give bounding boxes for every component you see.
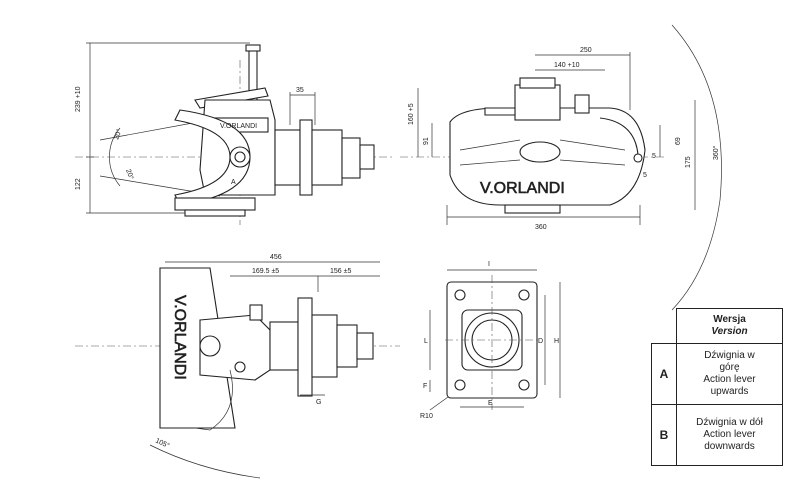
- brand-label-b: V.ORLANDI: [480, 180, 565, 197]
- header-en: Version: [711, 326, 748, 337]
- dim-456: 456: [270, 254, 282, 261]
- dim-175: 175: [685, 156, 692, 168]
- version-table: Wersja Version A Dźwignia w górę Action …: [651, 308, 783, 466]
- table-header: Wersja Version: [676, 308, 783, 344]
- desc-line: Dźwignia w: [704, 350, 755, 361]
- version-letter: A: [651, 343, 677, 405]
- desc-line: Action lever: [703, 374, 756, 385]
- table-row: B Dźwignia w dół Action lever downwards: [651, 404, 783, 466]
- table-corner: [651, 308, 677, 344]
- flange-e: E: [488, 400, 493, 407]
- version-letter: B: [651, 404, 677, 466]
- flange-r10: R10: [420, 413, 433, 420]
- top-view-c: 456 169.5 ±5 156 ±5 V.ORLANDI G 105°: [75, 254, 400, 479]
- dim-5b: 5: [643, 172, 647, 179]
- desc-line: upwards: [710, 386, 749, 397]
- brand-label-c: V.ORLANDI: [171, 295, 188, 380]
- angle-up: 20°: [112, 128, 123, 141]
- side-view-b: 250 140 +10 160 +5 91 69 175 5 5 360° V.…: [400, 24, 722, 311]
- side-view-a: V.ORLANDI 239 +10 122 35 20° 20° A: [75, 42, 395, 225]
- small-brand-label: V.ORLANDI: [220, 123, 257, 130]
- dim-91: 91: [423, 137, 430, 145]
- dim-140: 140 +10: [554, 62, 580, 69]
- flange-i: I: [488, 261, 490, 268]
- dim-239: 239 +10: [75, 86, 82, 112]
- flange-h: H: [554, 338, 559, 345]
- table-row: A Dźwignia w górę Action lever upwards: [651, 343, 783, 405]
- desc-line: Dźwignia w dół: [696, 417, 763, 428]
- dim-250: 250: [580, 47, 592, 54]
- flange-plate: I L D H F E R10: [420, 261, 561, 420]
- dim-122: 122: [75, 178, 82, 190]
- dim-169: 169.5 ±5: [252, 268, 279, 275]
- flange-d: D: [538, 338, 543, 345]
- dim-35: 35: [296, 87, 304, 94]
- desc-line: górę: [719, 362, 740, 373]
- flange-l: L: [424, 338, 428, 345]
- angle-down: 20°: [124, 168, 135, 181]
- dim-69: 69: [675, 137, 682, 145]
- desc-line: Action lever: [703, 429, 756, 440]
- version-desc: Dźwignia w dół Action lever downwards: [676, 404, 783, 466]
- rotation-360: 360°: [712, 145, 720, 160]
- letter-g: G: [316, 399, 321, 406]
- dim-160: 160 +5: [408, 103, 415, 125]
- letter-a: A: [231, 179, 236, 186]
- dim-156: 156 ±5: [330, 268, 351, 275]
- version-desc: Dźwignia w górę Action lever upwards: [676, 343, 783, 405]
- dim-360: 360: [535, 224, 547, 231]
- desc-line: downwards: [704, 441, 755, 452]
- dim-5a: 5: [652, 153, 656, 160]
- flange-f: F: [423, 383, 427, 390]
- header-pl: Wersja: [713, 314, 746, 325]
